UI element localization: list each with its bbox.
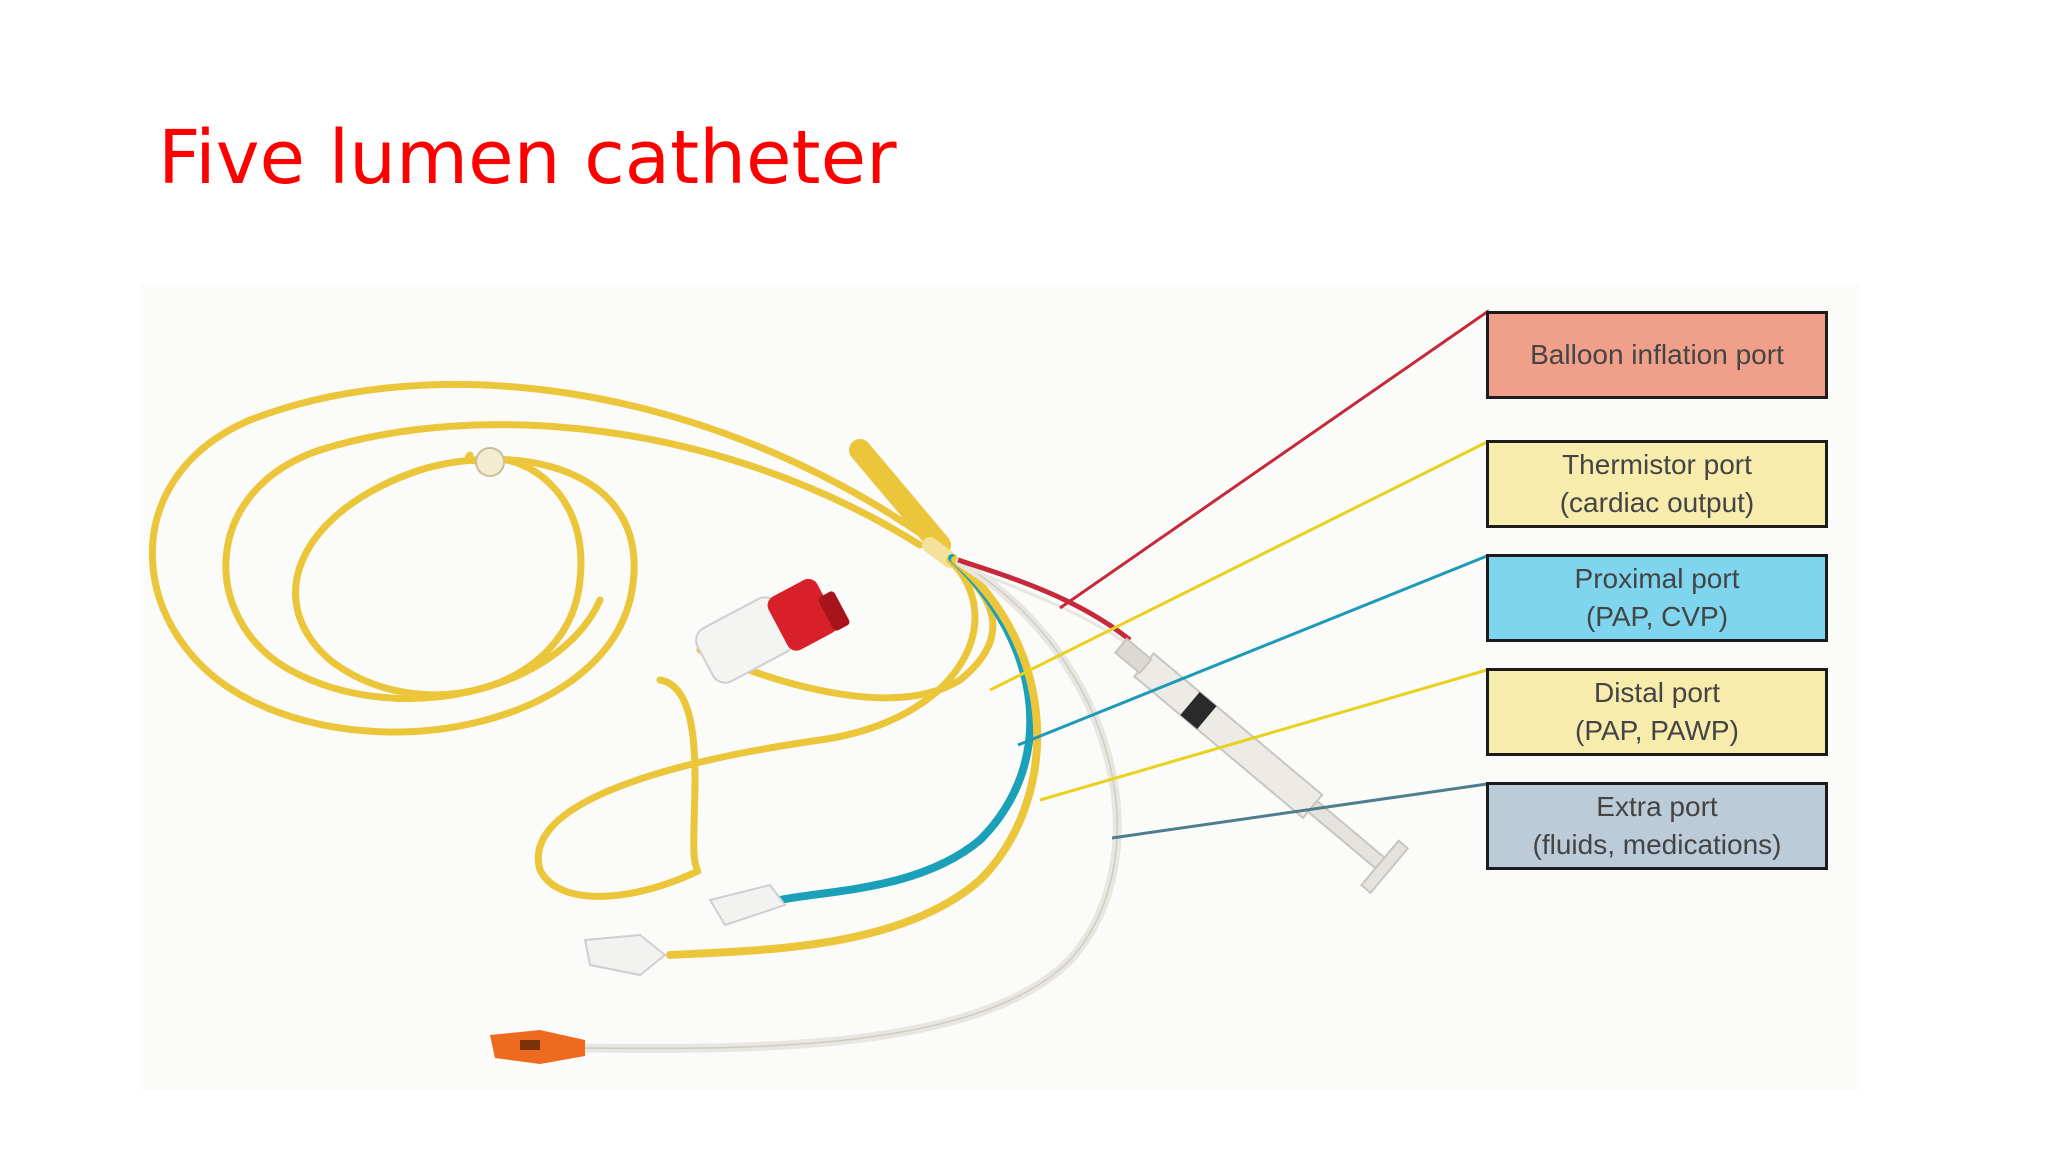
port-label-line2: (cardiac output) bbox=[1559, 487, 1755, 518]
catheter-coil bbox=[149, 380, 934, 736]
leader-thermistor bbox=[989, 440, 1488, 692]
balloon-inflation-port-label: Balloon inflation port bbox=[1486, 311, 1828, 399]
port-label-line2: (fluids, medications) bbox=[1532, 829, 1782, 860]
extra-port-label: Extra port (fluids, medications) bbox=[1486, 782, 1828, 870]
catheter-tip bbox=[475, 447, 505, 477]
balloon-lumen bbox=[957, 557, 1132, 642]
extra-hub bbox=[490, 1030, 585, 1064]
thermistor-connector bbox=[695, 578, 850, 684]
proximal-port-label: Proximal port (PAP, CVP) bbox=[1486, 554, 1828, 642]
port-label-line1: Thermistor port bbox=[1562, 449, 1752, 480]
distal-port-label: Distal port (PAP, PAWP) bbox=[1486, 668, 1828, 756]
port-label-line1: Proximal port bbox=[1574, 563, 1740, 594]
leader-balloon bbox=[1059, 309, 1489, 610]
port-label-line1: Balloon inflation port bbox=[1530, 339, 1784, 370]
port-label-line2: (PAP, CVP) bbox=[1585, 601, 1729, 632]
extra-lumen bbox=[575, 557, 1122, 1053]
syringe bbox=[1113, 637, 1410, 895]
port-label-line1: Extra port bbox=[1596, 791, 1718, 822]
leader-distal bbox=[1039, 668, 1488, 802]
catheter-trunk bbox=[849, 439, 951, 556]
leader-proximal bbox=[1017, 554, 1488, 747]
distal-lumen bbox=[666, 556, 1042, 959]
leader-extra bbox=[1111, 782, 1488, 840]
port-label-line2: (PAP, PAWP) bbox=[1575, 715, 1739, 746]
slide-title: Five lumen catheter bbox=[158, 115, 897, 201]
distal-hub bbox=[583, 933, 667, 977]
proximal-hub bbox=[708, 883, 787, 927]
thermistor-port-label: Thermistor port (cardiac output) bbox=[1486, 440, 1828, 528]
port-label-line1: Distal port bbox=[1593, 677, 1721, 708]
